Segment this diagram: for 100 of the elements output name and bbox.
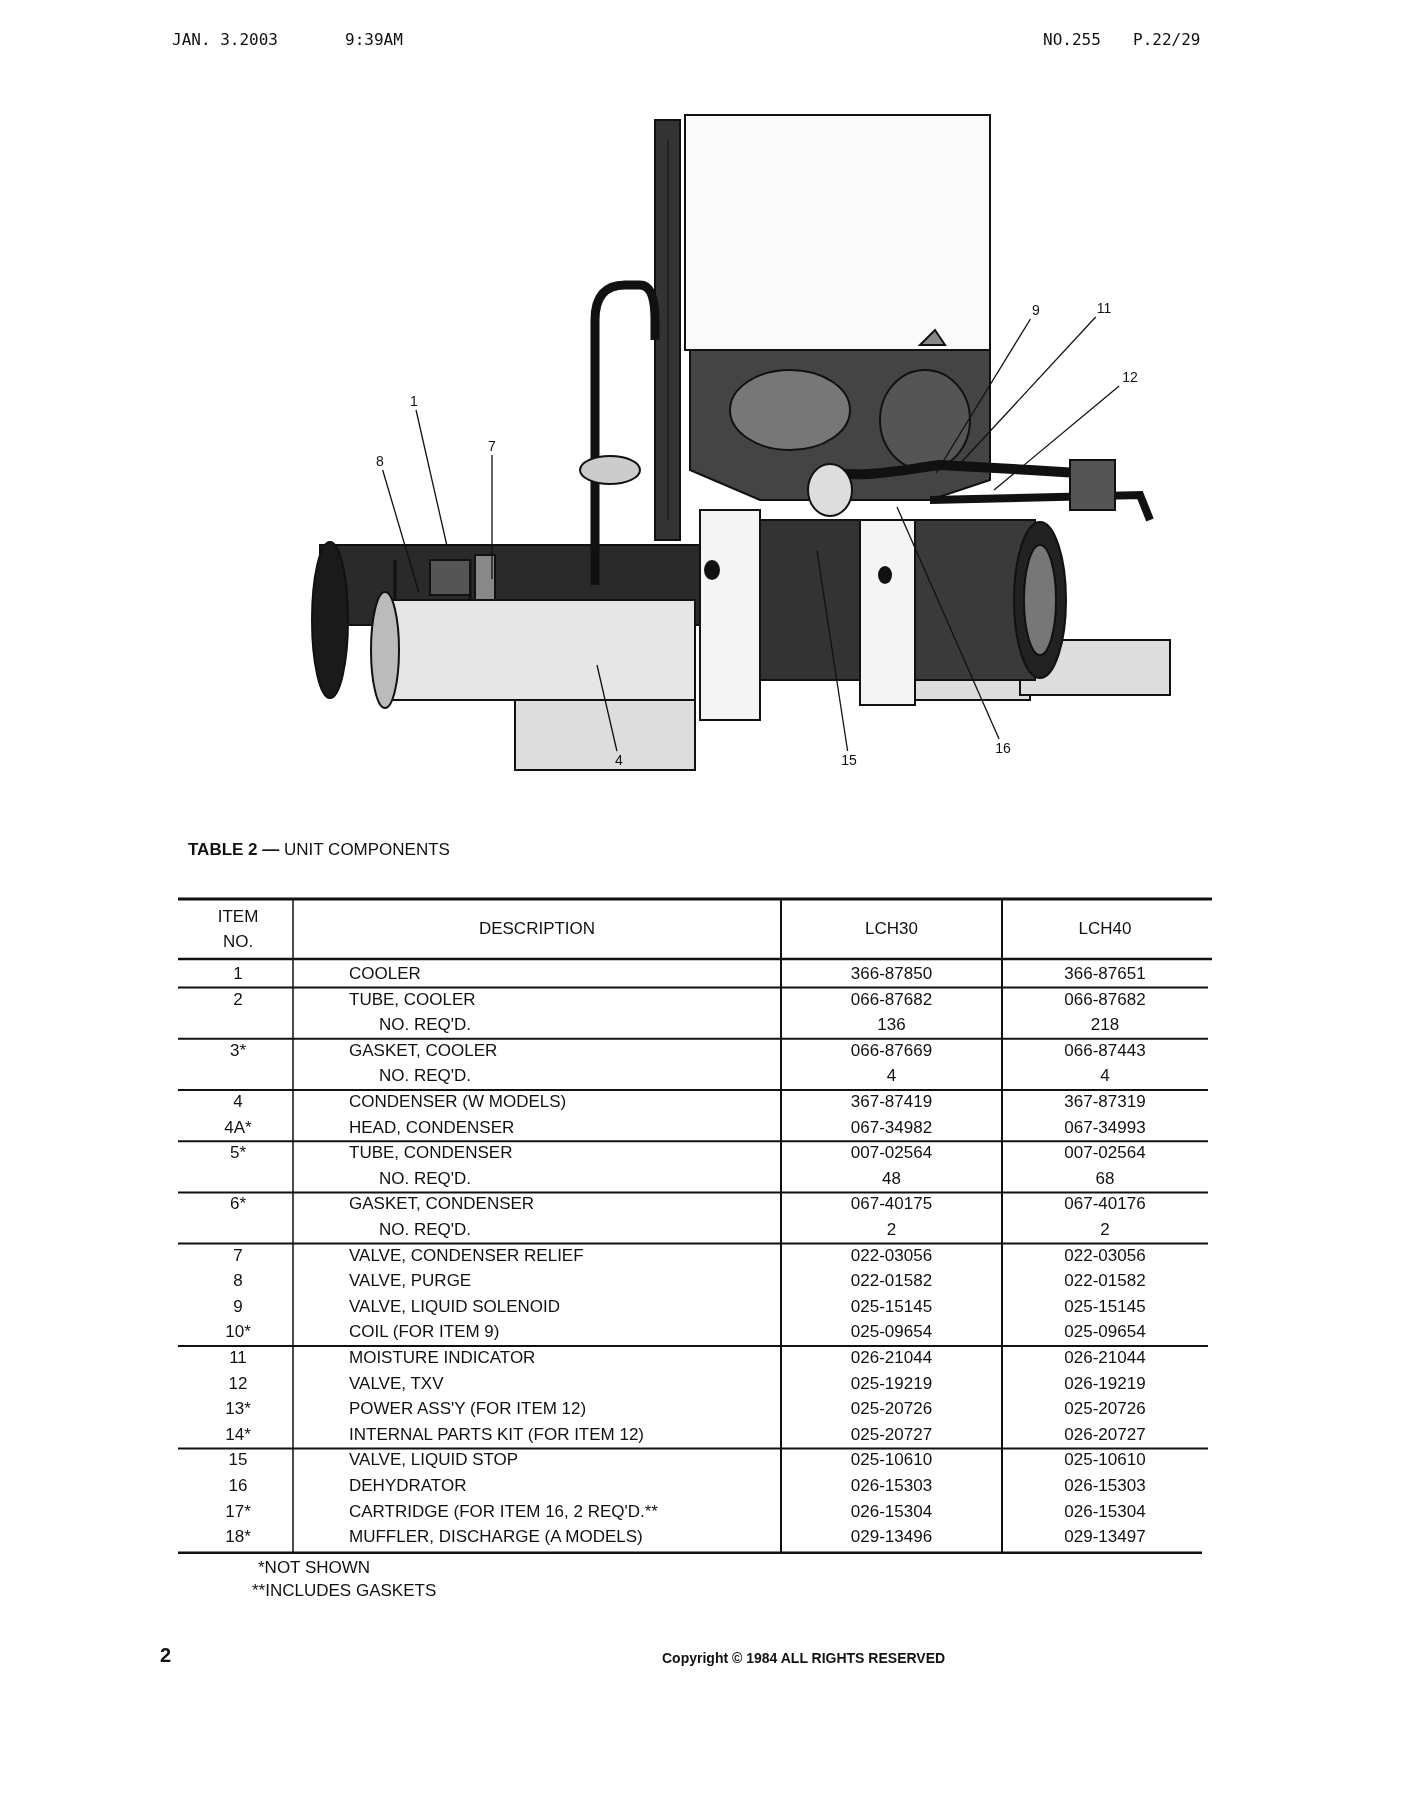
item-number: 8 [232,1270,244,1293]
item-number: 3* [228,1039,248,1062]
leader-line [935,318,1032,474]
part-number: 026-20727 [1063,1423,1147,1446]
part-number: 022-01582 [849,1270,934,1293]
part-description: GASKET, CONDENSER [349,1193,535,1216]
item-number: 4 [232,1091,244,1113]
leader-line [816,550,849,752]
part-number: 067-40176 [1063,1193,1147,1216]
fax-header-text: NO.255 [1043,30,1101,49]
part-number: 026-15303 [849,1475,934,1497]
part-description: VALVE, LIQUID SOLENOID [349,1295,560,1318]
part-description: TUBE, CONDENSER [349,1142,513,1165]
part-number: 007-02564 [1063,1142,1147,1165]
part-number: 025-10610 [849,1449,934,1472]
quantity: 68 [1094,1167,1116,1190]
item-number: 18* [224,1526,252,1549]
item-number: 6* [228,1193,248,1216]
part-number: 026-21044 [849,1347,934,1369]
callout-number: 16 [990,739,1016,757]
leader-line [993,385,1120,491]
part-number: 066-87443 [1063,1039,1147,1062]
column-header: LCH30 [864,918,919,940]
part-description: POWER ASS'Y (FOR ITEM 12) [349,1398,587,1421]
part-number: 007-02564 [849,1142,934,1165]
part-number: 025-20726 [1063,1398,1147,1421]
callout-number: 12 [1117,368,1143,386]
part-number: 067-34982 [849,1116,934,1139]
leader-line [382,469,420,594]
part-description: VALVE, PURGE [349,1270,472,1293]
quantity-label: NO. REQ'D. [379,1065,472,1088]
callout-number: 11 [1091,299,1117,317]
part-description: COOLER [349,963,421,985]
part-number: 029-13496 [849,1526,934,1549]
leader-line [596,664,618,752]
leader-line [415,409,448,547]
quantity: 218 [1089,1014,1121,1037]
part-number: 025-15145 [1063,1295,1147,1318]
callout-number: 8 [367,452,393,470]
part-number: 367-87419 [849,1091,934,1113]
footnote: *NOT SHOWN [258,1558,371,1578]
part-description: TUBE, COOLER [349,988,476,1011]
part-number: 066-87682 [849,988,934,1011]
part-number: 022-01582 [1063,1270,1147,1293]
quantity: 136 [876,1014,907,1037]
item-number: 13* [224,1398,252,1421]
part-number: 025-15145 [849,1295,934,1318]
column-header: ITEM NO. [216,906,260,953]
callout-number: 4 [606,751,632,769]
item-number: 10* [224,1321,252,1344]
part-number: 025-20726 [849,1398,934,1421]
part-number: 025-09654 [1063,1321,1147,1344]
part-number: 026-15304 [849,1500,934,1523]
part-number: 026-21044 [1063,1347,1147,1369]
part-number: 025-10610 [1063,1449,1147,1472]
part-number: 026-15303 [1063,1475,1147,1497]
item-number: 16 [227,1475,249,1497]
leader-line [491,454,493,580]
quantity: 4 [1099,1065,1111,1088]
part-number: 026-15304 [1063,1500,1147,1523]
table-title: TABLE 2 — UNIT COMPONENTS [188,840,450,860]
part-number: 022-03056 [849,1244,934,1267]
column-header: LCH40 [1077,918,1133,940]
part-number: 366-87850 [849,963,934,985]
fax-header-text: JAN. 3.2003 [172,30,278,49]
part-description: MUFFLER, DISCHARGE (A MODELS) [349,1526,643,1549]
item-number: 17* [224,1500,252,1523]
part-number: 067-34993 [1063,1116,1147,1139]
quantity-label: NO. REQ'D. [379,1014,472,1037]
quantity: 4 [885,1065,898,1088]
part-number: 022-03056 [1063,1244,1147,1267]
item-number: 15 [227,1449,249,1472]
page-number: 2 [160,1644,172,1667]
part-description: DEHYDRATOR [349,1475,467,1497]
callout-number: 15 [836,751,862,769]
item-number: 11 [228,1347,248,1369]
part-number: 026-19219 [1063,1372,1147,1395]
footnote: **INCLUDES GASKETS [252,1581,437,1601]
part-description: HEAD, CONDENSER [349,1116,515,1139]
quantity-label: NO. REQ'D. [379,1219,472,1241]
item-number: 1 [232,963,244,985]
part-description: CARTRIDGE (FOR ITEM 16, 2 REQ'D.** [349,1500,658,1523]
part-number: 066-87682 [1063,988,1147,1011]
fax-header-text: 9:39AM [345,30,403,49]
quantity: 2 [885,1219,898,1241]
part-description: VALVE, TXV [349,1372,444,1395]
column-header: DESCRIPTION [477,918,597,940]
item-number: 9 [232,1295,244,1318]
callout-number: 9 [1023,301,1049,319]
part-number: 029-13497 [1063,1526,1147,1549]
part-number: 067-40175 [849,1193,934,1216]
part-number: 025-19219 [849,1372,934,1395]
leader-line [896,506,1000,740]
fax-header-text: P.22/29 [1133,30,1201,49]
part-number: 025-09654 [849,1321,934,1344]
part-number: 367-87319 [1063,1091,1147,1113]
part-number: 066-87669 [849,1039,934,1062]
part-description: COIL (FOR ITEM 9) [349,1321,500,1344]
item-number: 4A* [223,1116,253,1139]
part-description: CONDENSER (W MODELS) [349,1091,567,1113]
